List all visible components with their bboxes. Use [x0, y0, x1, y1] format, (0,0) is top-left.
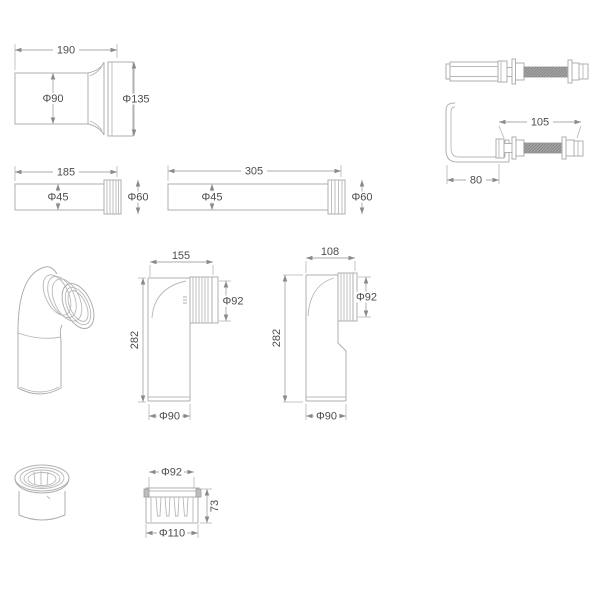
fixing-bolt-lower-drawing [495, 136, 584, 160]
dim-label-phi135: Φ135 [122, 94, 149, 106]
seal-gasket-drawing: Φ92 73 Φ110 [143, 466, 221, 540]
dim-label-phi60-long: Φ60 [351, 192, 372, 204]
dim-label-phi92-c: Φ92 [161, 467, 182, 479]
dim-label-phi92-a: Φ92 [222, 296, 243, 308]
fixing-bracket-drawing [445, 102, 510, 163]
dim-label-282-a: 282 [129, 331, 141, 349]
elbow-3d-sketch [17, 266, 95, 395]
dim-bolt-length: 105 [498, 116, 582, 139]
dim-label-108: 108 [321, 246, 339, 258]
dim-label-phi90-a: Φ90 [159, 411, 180, 423]
dim-label-phi90-b: Φ90 [316, 411, 337, 423]
elbow-155-drawing: 155 282 Φ92 Φ90 [129, 250, 246, 423]
fixing-bolt-top-drawing [445, 58, 589, 85]
dim-label-phi45-short: Φ45 [47, 192, 68, 204]
dim-label-282-b: 282 [271, 329, 283, 347]
pan-connector-drawing: 190 Φ90 Φ135 [14, 44, 152, 137]
flush-pipe-long-drawing: 305 Φ45 Φ60 [167, 165, 375, 215]
dim-label-305: 305 [245, 166, 263, 178]
dim-bracket-width: 80 [446, 164, 500, 187]
dim-label-155: 155 [172, 250, 190, 262]
dim-label-80: 80 [470, 175, 482, 187]
dim-label-105: 105 [531, 117, 549, 129]
dim-label-phi90: Φ90 [42, 93, 63, 105]
elbow-108-drawing: 108 282 Φ92 Φ90 [271, 246, 379, 423]
dim-label-185: 185 [57, 167, 75, 179]
dim-label-phi92-b: Φ92 [356, 292, 377, 304]
dim-label-phi45-long: Φ45 [201, 192, 222, 204]
dim-label-73: 73 [209, 500, 221, 512]
dim-label-phi110: Φ110 [159, 528, 185, 540]
flush-pipe-short-drawing: 185 Φ45 Φ60 [14, 166, 151, 215]
dim-label-190: 190 [57, 45, 75, 57]
dim-label-phi60-short: Φ60 [127, 192, 148, 204]
seal-ring-3d-sketch [14, 464, 70, 521]
